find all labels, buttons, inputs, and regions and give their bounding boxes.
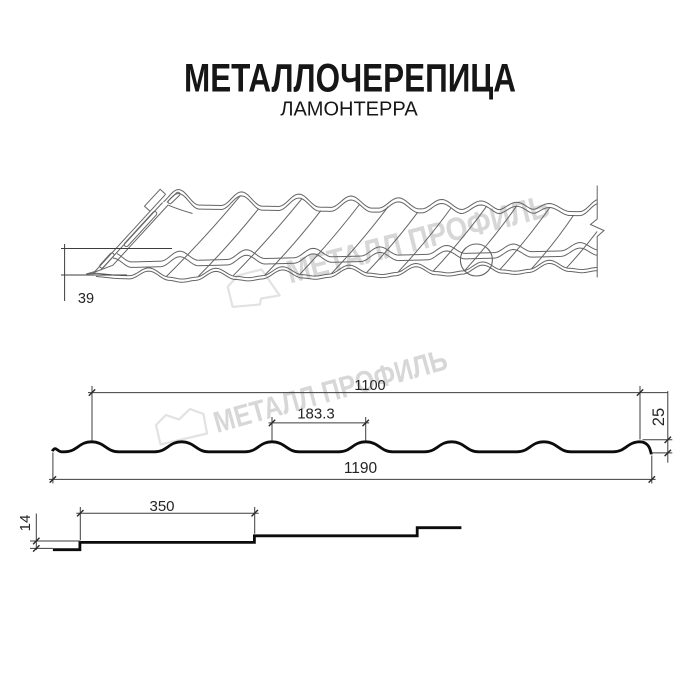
svg-text:183.3: 183.3 — [297, 406, 335, 423]
svg-text:14: 14 — [17, 515, 34, 532]
svg-text:1190: 1190 — [344, 460, 378, 477]
svg-text:ЛАМОНТЕРРА: ЛАМОНТЕРРА — [280, 99, 418, 121]
svg-text:1100: 1100 — [354, 378, 385, 394]
svg-text:350: 350 — [149, 498, 174, 515]
svg-text:МЕТАЛЛОЧЕРЕПИЦА: МЕТАЛЛОЧЕРЕПИЦА — [184, 57, 516, 101]
svg-text:39: 39 — [78, 291, 94, 307]
svg-text:25: 25 — [650, 408, 668, 426]
